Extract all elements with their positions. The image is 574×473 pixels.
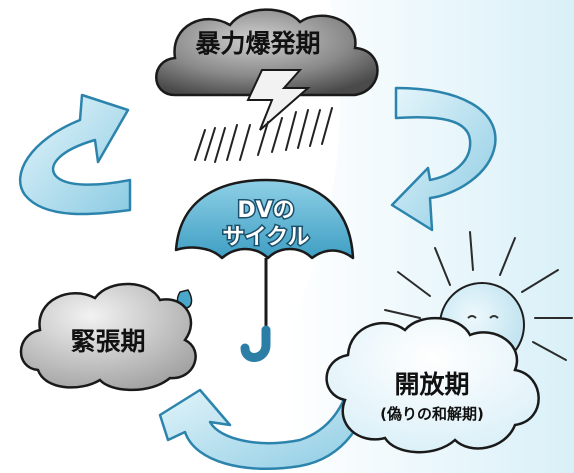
honeymoon-cloud-icon	[325, 316, 540, 454]
lightning-icon	[246, 69, 311, 131]
storm-cloud-icon	[155, 8, 379, 97]
arrow-explosion-to-honeymoon	[390, 86, 497, 232]
rain-icon	[194, 107, 333, 163]
tension-cloud-icon	[19, 282, 197, 392]
phase-honeymoon-sublabel: (偽りの和解期)	[380, 405, 484, 423]
umbrella-icon	[174, 178, 355, 362]
center-title-line1: DVの	[237, 198, 294, 223]
center-title-line2: サイクル	[223, 225, 310, 250]
phase-explosion-label: 暴力爆発期	[195, 29, 320, 58]
arrow-tension-to-explosion	[19, 93, 132, 216]
phase-honeymoon-label: 開放期	[394, 370, 469, 399]
phase-tension-label: 緊張期	[70, 327, 145, 356]
